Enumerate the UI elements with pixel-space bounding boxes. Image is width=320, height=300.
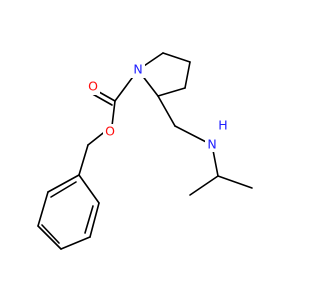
molecule-diagram: N O O N H [37,52,253,250]
bond-layer [37,52,253,250]
amine-hydrogen-label-bg [216,118,230,134]
amine-nitrogen-label: N [207,137,216,152]
ester-oxygen-label: O [105,124,115,139]
bond-c5-ch2 [157,95,176,127]
amine-hydrogen-label: H [218,118,227,133]
phenyl-inner-bond-b [41,224,60,244]
ring-nitrogen-label-bg [131,62,145,78]
bond-ch-methyl-a [189,175,219,196]
phenyl-bond-1 [78,174,100,204]
phenyl-bond-6 [47,174,80,193]
phenyl-inner-bond-a [84,205,94,234]
ring-bond-c2-c3 [162,52,191,63]
ring-bond-c4-c5 [157,87,186,97]
phenyl-bond-2 [89,202,100,238]
carbonyl-oxygen-label-bg [86,79,100,95]
amine-nitrogen-label-bg [205,136,219,152]
bond-ch-methyl-b [217,175,253,189]
ring-nitrogen-label: N [133,62,142,77]
bond-ch2-phenyl [78,144,89,176]
carbonyl-oxygen-label: O [88,79,98,94]
phenyl-bond-5 [37,191,49,227]
bond-carbonyl-c-ester-o [111,100,116,127]
phenyl-inner-bond-c [50,181,77,198]
ester-oxygen-label-bg [103,124,117,140]
phenyl-bond-3 [60,236,91,250]
phenyl-bond-4 [37,225,62,250]
atom-label-layer: N O O N H [86,62,230,152]
ring-bond-c3-c4 [184,61,191,89]
